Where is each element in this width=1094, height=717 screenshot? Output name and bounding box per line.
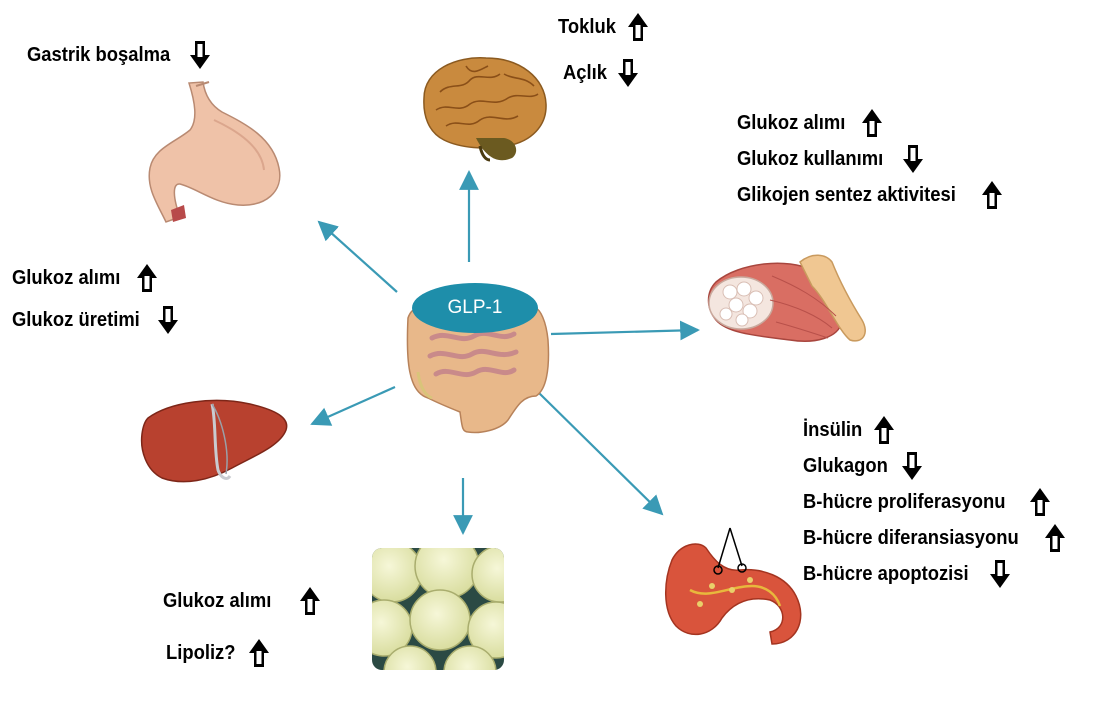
up-arrow-icon [248,638,270,668]
brain-effect-satiety: Tokluk [558,12,649,42]
liver-effect-glucose-production: Glukoz üretimi [12,305,179,335]
liver-effect-glucose-uptake: Glukoz alımı [12,263,158,293]
down-arrow-icon [189,40,211,70]
down-arrow-icon [617,58,639,88]
pancreas-effect-glucagon: Glukagon [803,451,923,481]
up-arrow-icon [136,263,158,293]
effect-text: Glukoz kullanımı [737,148,883,170]
arrow-to-muscle [551,330,698,334]
effect-text: Gastrik boşalma [27,44,170,66]
effect-text: B-hücre proliferasyonu [803,491,1005,513]
effect-text: Glukoz üretimi [12,309,140,331]
effect-text: Lipoliz? [166,642,236,664]
arrow-to-liver [312,387,395,424]
pancreas-effect-b-cell-proliferation: B-hücre proliferasyonu [803,487,1051,517]
adipose-effect-glucose-uptake: Glukoz alımı [163,586,321,616]
arrow-to-stomach [319,222,397,292]
pancreas-effect-b-cell-differentiation: B-hücre diferansiasyonu [803,523,1066,553]
effect-text: B-hücre diferansiasyonu [803,527,1019,549]
down-arrow-icon [157,305,179,335]
up-arrow-icon [299,586,321,616]
stomach-effect-gastric-emptying: Gastrik boşalma [27,40,211,70]
down-arrow-icon [989,559,1011,589]
pancreas-effect-b-cell-apoptosis: B-hücre apoptozisi [803,559,1011,589]
adipose-tissue-icon [356,534,528,698]
stomach-icon [149,82,280,222]
effect-text: Glukagon [803,455,888,477]
adipose-effect-lipolysis: Lipoliz? [166,638,270,668]
arrow-to-pancreas [538,392,662,514]
muscle-effect-glucose-utilization: Glukoz kullanımı [737,144,924,174]
muscle-effect-glycogen-synthesis: Glikojen sentez aktivitesi [737,180,1003,210]
effect-text: Glukoz alımı [737,112,845,134]
glp1-label: GLP-1 [413,284,537,332]
brain-effect-hunger: Açlık [563,58,639,88]
effect-text: Glukoz alımı [163,590,271,612]
up-arrow-icon [1044,523,1066,553]
down-arrow-icon [902,144,924,174]
down-arrow-icon [901,451,923,481]
up-arrow-icon [1029,487,1051,517]
liver-icon [142,400,287,481]
effect-text: Açlık [563,62,607,84]
up-arrow-icon [981,180,1003,210]
effect-text: Glikojen sentez aktivitesi [737,184,956,206]
up-arrow-icon [861,108,883,138]
effect-text: Glukoz alımı [12,267,120,289]
pancreas-icon [666,528,801,644]
up-arrow-icon [873,415,895,445]
effect-text: İnsülin [803,419,862,441]
pancreas-effect-insulin: İnsülin [803,415,895,445]
muscle-effect-glucose-uptake: Glukoz alımı [737,108,883,138]
effect-text: Tokluk [558,16,616,38]
muscle-icon [709,255,866,341]
brain-icon [424,58,546,160]
effect-text: B-hücre apoptozisi [803,563,969,585]
up-arrow-icon [627,12,649,42]
